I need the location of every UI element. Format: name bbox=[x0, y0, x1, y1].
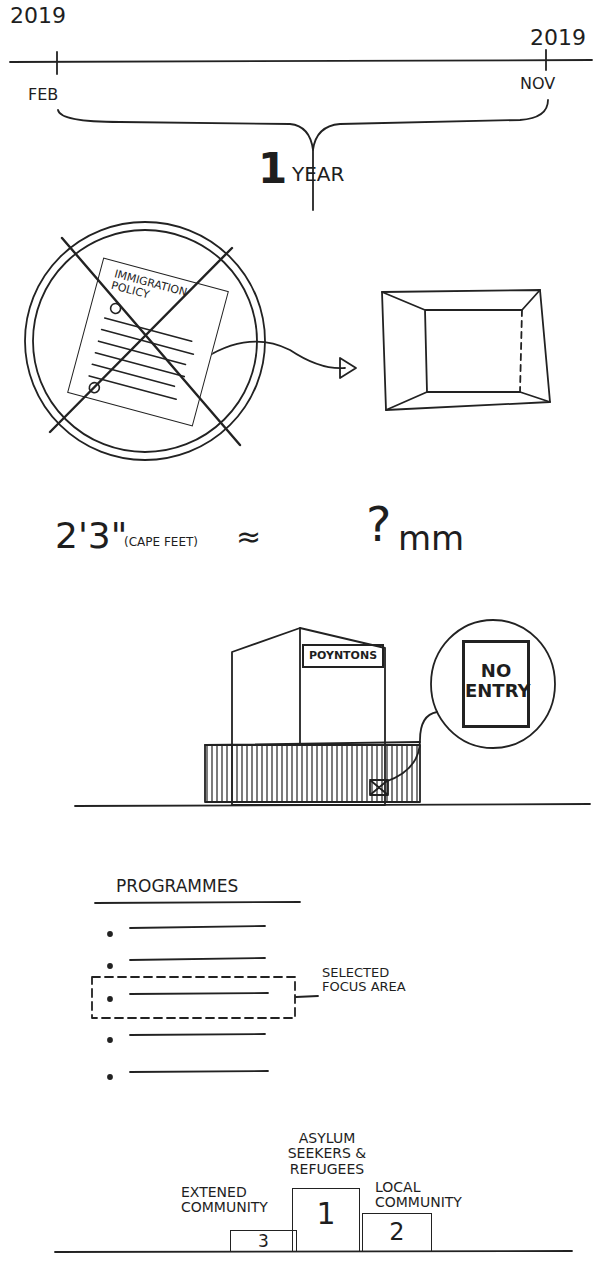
arrow-head bbox=[340, 358, 356, 378]
podium-block: EXTENED COMMUNITY3 bbox=[230, 1230, 297, 1252]
span-brace bbox=[58, 100, 548, 150]
timeline-tick bbox=[545, 50, 547, 70]
building-corner bbox=[299, 628, 301, 745]
ground-line bbox=[75, 804, 590, 806]
timeline-axis bbox=[10, 60, 592, 62]
approx-symbol: ≈ bbox=[236, 520, 266, 553]
fence bbox=[205, 745, 420, 802]
podium-heading: EXTENED COMMUNITY bbox=[181, 1185, 293, 1216]
hidden-edge bbox=[520, 310, 522, 392]
podium-heading: LOCAL COMMUNITY bbox=[375, 1180, 495, 1211]
no-entry-sign: NO ENTRY bbox=[462, 640, 530, 728]
focus-dashed-box bbox=[92, 977, 295, 1018]
unit-label: mm bbox=[398, 520, 488, 557]
timeline-tick bbox=[56, 52, 58, 74]
node-text: IMMIGRATION POLICY bbox=[110, 268, 218, 319]
callout-leader bbox=[385, 712, 437, 782]
cross-line bbox=[50, 248, 232, 432]
list-lines bbox=[130, 926, 268, 1072]
podium-heading: ASYLUM SEEKERS & REFUGEES bbox=[275, 1131, 379, 1177]
callout-circle bbox=[431, 620, 555, 748]
box-outline bbox=[382, 290, 550, 410]
node-text: NO ENTRY bbox=[465, 661, 527, 701]
dimension-value: 2'3" bbox=[55, 516, 135, 556]
rank-number: 1 bbox=[293, 1197, 359, 1230]
unit-note: (CAPE FEET) bbox=[124, 536, 234, 549]
duration-number: 1 bbox=[258, 146, 294, 192]
prohibition-circle-inner bbox=[33, 230, 257, 452]
list-bullets bbox=[108, 932, 112, 1079]
building-sign: POYNTONS bbox=[302, 644, 384, 668]
node-text: POYNTONS bbox=[304, 650, 382, 662]
rank-number: 2 bbox=[363, 1219, 431, 1245]
cross-line bbox=[62, 238, 240, 445]
policy-document: IMMIGRATION POLICY bbox=[67, 258, 229, 427]
duration-unit: YEAR bbox=[292, 163, 392, 185]
focus-leader bbox=[296, 996, 318, 997]
leader-line bbox=[205, 342, 345, 369]
fence-rail bbox=[205, 742, 420, 745]
podium-block: LOCAL COMMUNITY2 bbox=[362, 1213, 432, 1252]
list-heading: PROGRAMMES bbox=[116, 877, 316, 896]
year-label: 2019 bbox=[530, 26, 600, 50]
heading-underline bbox=[95, 902, 300, 903]
year-label: 2019 bbox=[10, 4, 80, 28]
podium-block: ASYLUM SEEKERS & REFUGEES1 bbox=[292, 1188, 360, 1252]
prohibition-circle bbox=[25, 222, 265, 460]
month-label: FEB bbox=[28, 86, 78, 104]
rank-number: 3 bbox=[231, 1232, 296, 1251]
focus-note: SELECTED FOCUS AREA bbox=[322, 966, 422, 995]
month-label: NOV bbox=[520, 75, 570, 93]
box-inner-edges bbox=[382, 290, 550, 410]
